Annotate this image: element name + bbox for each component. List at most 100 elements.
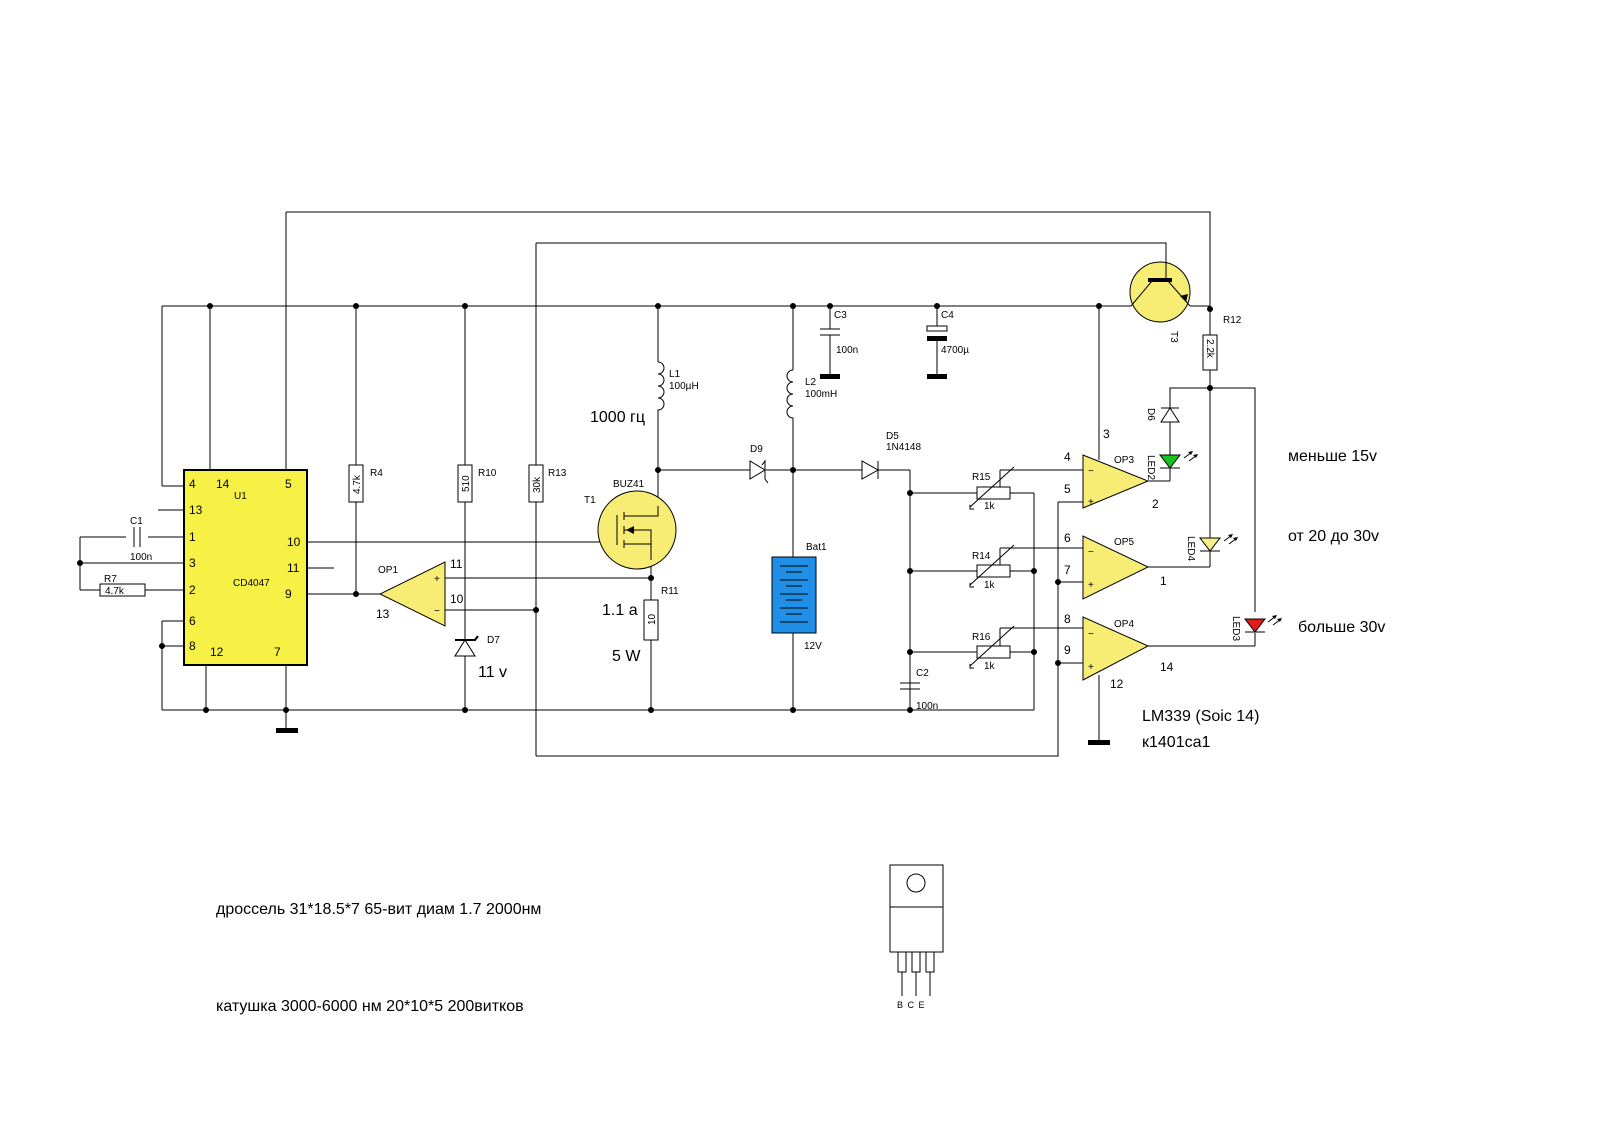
ic-pin-14: 14 xyxy=(216,477,230,491)
r7-name: R7 xyxy=(104,574,117,585)
r12-value: 2.2k xyxy=(1204,339,1215,359)
op4-plus-sign: + xyxy=(1088,662,1094,673)
r16-name: R16 xyxy=(972,632,991,643)
ic-pin-11: 11 xyxy=(287,561,300,575)
r16-value: 1k xyxy=(984,661,996,672)
capacitor-c3: C3 100n xyxy=(820,310,858,356)
capacitor-c1: C1 100n xyxy=(130,516,152,563)
op1-pin-minus: 10 xyxy=(450,592,464,606)
r11-current: 1.1 a xyxy=(602,602,638,619)
ic-name: U1 xyxy=(234,491,247,502)
op1-pin-plus: 11 xyxy=(450,557,463,571)
diode-d9: D9 xyxy=(749,444,769,484)
r4-value: 4.7k xyxy=(352,474,363,494)
op5-name: OP5 xyxy=(1114,537,1134,548)
t1-part: BUZ41 xyxy=(613,479,645,490)
r12-name: R12 xyxy=(1223,315,1242,326)
op3-pin-out: 2 xyxy=(1152,497,1159,511)
bat1-name: Bat1 xyxy=(806,542,827,553)
led-led4-yellow: LED4 xyxy=(1185,534,1238,567)
r13-name: R13 xyxy=(548,468,567,479)
comparator-op4: − + OP4 8 9 14 12 xyxy=(1064,612,1174,691)
ic-pin-12: 12 xyxy=(210,645,224,659)
d7-name: D7 xyxy=(487,635,500,646)
ic-pin-2: 2 xyxy=(189,583,196,597)
op3-pin-vcc: 3 xyxy=(1103,427,1110,441)
r13-value: 30k xyxy=(532,476,543,493)
label-20-to-30v: от 20 до 30v xyxy=(1288,528,1379,545)
bat1-value: 12V xyxy=(804,641,822,652)
r4-name: R4 xyxy=(370,468,383,479)
note-coil: катушка 3000-6000 нм 20*10*5 200витков xyxy=(216,998,524,1015)
c3-name: C3 xyxy=(834,310,847,321)
c4-name: C4 xyxy=(941,310,954,321)
r14-name: R14 xyxy=(972,551,991,562)
op4-minus-sign: − xyxy=(1088,629,1094,640)
op5-minus-sign: − xyxy=(1088,547,1094,558)
op5-pin-minus: 6 xyxy=(1064,531,1071,545)
capacitor-c4: C4 4700µ xyxy=(926,310,969,356)
r11-name: R11 xyxy=(661,586,679,597)
led-led3-red: LED3 xyxy=(1230,615,1282,641)
d6-name: D6 xyxy=(1145,408,1156,421)
r11-power: 5 W xyxy=(612,648,641,665)
op4-pin-plus: 9 xyxy=(1064,643,1071,657)
resistor-r12: 2.2k R12 xyxy=(1202,315,1242,371)
trimmer-r15: R15 1k xyxy=(969,466,1015,512)
resistor-r4: 4.7k R4 xyxy=(348,464,383,503)
r7-value: 4.7k xyxy=(105,586,125,597)
r14-value: 1k xyxy=(984,580,996,591)
resistor-r7: R7 4.7k xyxy=(99,574,146,597)
battery-bat1: Bat1 12V xyxy=(771,542,827,652)
r15-name: R15 xyxy=(972,472,991,483)
op3-pin-minus: 4 xyxy=(1064,450,1071,464)
l1-name: L1 xyxy=(669,369,681,380)
ic-pin-13: 13 xyxy=(189,503,203,517)
c1-value: 100n xyxy=(130,552,152,563)
led2-name: LED2 xyxy=(1145,455,1156,480)
transistor-t3: T3 xyxy=(1129,243,1191,343)
trimmer-r14: R14 1k xyxy=(969,544,1015,591)
ic-pin-10: 10 xyxy=(287,535,301,549)
r15-value: 1k xyxy=(984,501,996,512)
l1-value: 100µH xyxy=(669,381,699,392)
led3-name: LED3 xyxy=(1230,616,1241,641)
comparator-chip-part: LM339 (Soic 14) xyxy=(1142,708,1259,725)
op5-plus-sign: + xyxy=(1088,580,1094,591)
to220-package-outline: B C E xyxy=(889,864,944,1010)
comparator-chip-analog: к1401са1 xyxy=(1142,734,1210,751)
l2-value: 100mH xyxy=(805,389,837,400)
op1-plus-sign: + xyxy=(434,574,440,585)
capacitor-c2: C2 100n xyxy=(900,668,938,712)
c1-name: C1 xyxy=(130,516,143,527)
r11-value: 10 xyxy=(647,613,658,625)
diode-d6: D6 xyxy=(1145,407,1180,423)
ic-pin-9: 9 xyxy=(285,587,292,601)
d9-name: D9 xyxy=(750,444,763,455)
op4-pin-gnd: 12 xyxy=(1110,677,1124,691)
ic-pin-5: 5 xyxy=(285,477,292,491)
junctions xyxy=(77,303,1213,713)
package-pin-labels: B C E xyxy=(897,1000,926,1010)
op3-minus-sign: − xyxy=(1088,466,1094,477)
r10-name: R10 xyxy=(478,468,497,479)
d5-part: 1N4148 xyxy=(886,442,921,453)
op4-name: OP4 xyxy=(1114,619,1134,630)
t3-name: T3 xyxy=(1168,331,1179,343)
op4-pin-out: 14 xyxy=(1160,660,1174,674)
note-choke: дроссель 31*18.5*7 65-вит диам 1.7 2000н… xyxy=(216,901,541,918)
ic-pin-7: 7 xyxy=(274,645,281,659)
ic-pin-1: 1 xyxy=(189,530,196,544)
op5-pin-out: 1 xyxy=(1160,574,1167,588)
led-led2-green: LED2 xyxy=(1145,451,1198,480)
comparator-op5: − + OP5 6 7 1 xyxy=(1064,531,1167,600)
op1-name: OP1 xyxy=(378,565,398,576)
wires xyxy=(79,211,1256,757)
comparator-op3: − + OP3 4 5 2 3 xyxy=(1064,427,1159,511)
op1-minus-sign: − xyxy=(434,606,440,617)
resistor-r11: 10 R11 1.1 a 5 W xyxy=(602,586,679,665)
frequency-label: 1000 гц xyxy=(590,409,645,426)
op4-pin-minus: 8 xyxy=(1064,612,1071,626)
ground-symbols xyxy=(276,374,1110,745)
